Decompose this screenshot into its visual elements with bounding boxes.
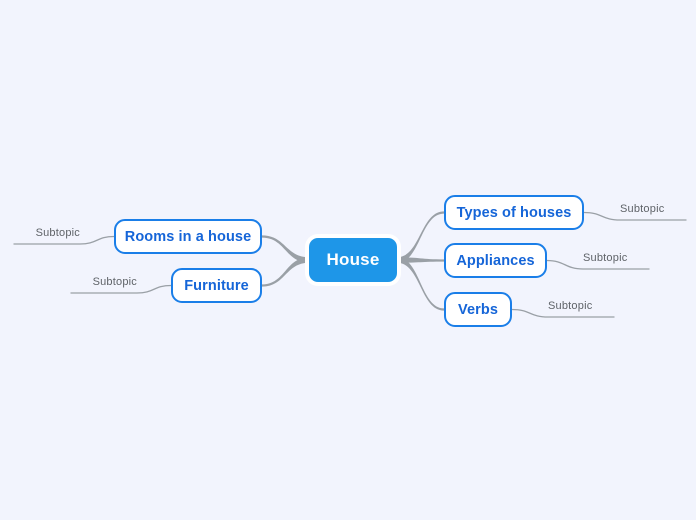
subtopic-node-subtopic-appliances-1[interactable]: Subtopic xyxy=(583,249,649,267)
subtopic-node-subtopic-rooms-1-label: Subtopic xyxy=(35,227,80,239)
root-node-house-label: House xyxy=(326,250,380,269)
root-node-house[interactable]: House xyxy=(309,238,397,282)
subtopic-node-subtopic-types-1[interactable]: Subtopic xyxy=(620,200,686,218)
branch-node-rooms-in-a-house-label: Rooms in a house xyxy=(124,228,252,245)
branch-node-types-of-houses-label: Types of houses xyxy=(456,204,572,221)
subtopic-node-subtopic-verbs-1[interactable]: Subtopic xyxy=(548,297,614,315)
subtopic-node-subtopic-furniture-1-label: Subtopic xyxy=(92,276,137,288)
branch-node-rooms-in-a-house[interactable]: Rooms in a house xyxy=(114,219,262,254)
branch-node-verbs[interactable]: Verbs xyxy=(444,292,512,327)
branch-node-verbs-label: Verbs xyxy=(458,301,498,318)
edge-root-to-verbs xyxy=(397,257,444,311)
subtopic-node-subtopic-types-1-label: Subtopic xyxy=(620,203,665,215)
subtopic-node-subtopic-furniture-1[interactable]: Subtopic xyxy=(71,273,137,291)
branch-node-types-of-houses[interactable]: Types of houses xyxy=(444,195,584,230)
subtopic-node-subtopic-rooms-1[interactable]: Subtopic xyxy=(14,224,80,242)
subtopic-node-subtopic-appliances-1-label: Subtopic xyxy=(583,252,628,264)
edge-root-to-furniture xyxy=(262,257,309,287)
subtopic-node-subtopic-verbs-1-label: Subtopic xyxy=(548,300,593,312)
branch-node-appliances[interactable]: Appliances xyxy=(444,243,547,278)
branch-node-appliances-label: Appliances xyxy=(456,252,535,269)
branch-node-furniture-label: Furniture xyxy=(184,277,249,294)
edge-root-to-rooms-in-a-house xyxy=(262,235,309,263)
edge-root-to-types-of-houses xyxy=(397,211,444,263)
branch-node-furniture[interactable]: Furniture xyxy=(171,268,262,303)
edge-root-to-appliances xyxy=(397,257,444,263)
